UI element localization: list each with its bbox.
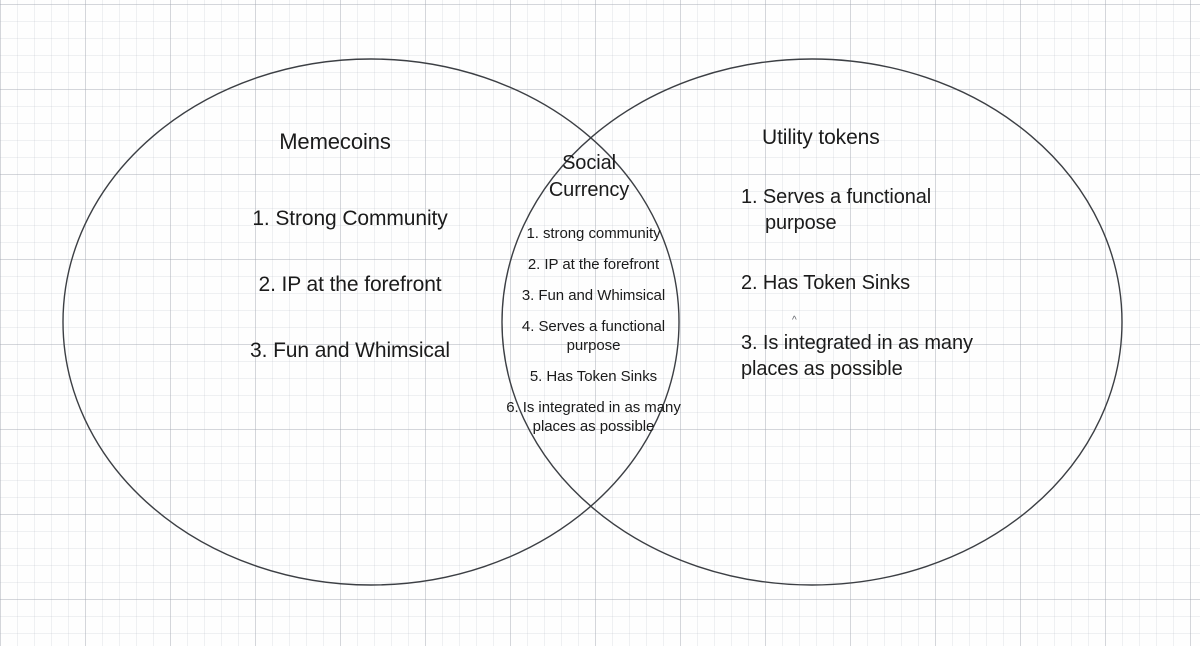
- intersection-list-item-2: 2. IP at the forefront: [527, 256, 660, 273]
- left-set-ellipse[interactable]: [62, 58, 680, 586]
- intersection-title-line-1: Social: [562, 152, 616, 174]
- intersection-list: 1. strong community 2. IP at the forefro…: [496, 224, 691, 448]
- right-list-item-3: 3. Is integrated in as many places as po…: [741, 332, 973, 380]
- left-list-item-1: 1. Strong Community: [252, 207, 448, 230]
- left-set-list: 1. Strong Community 2. IP at the forefro…: [200, 206, 500, 404]
- right-list-item-1: 1. Serves a functional purpose: [741, 186, 932, 234]
- right-list-item-2: 2. Has Token Sinks: [741, 272, 911, 294]
- left-set-title: Memecoins: [279, 129, 391, 154]
- intersection-list-item-1: 1. strong community: [526, 225, 661, 242]
- intersection-list-item-6: 6. Is integrated in as many places as po…: [506, 399, 681, 435]
- left-list-item-2: 2. IP at the forefront: [258, 273, 442, 296]
- right-set-title: Utility tokens: [762, 126, 880, 149]
- intersection-list-item-5: 5. Has Token Sinks: [529, 368, 658, 385]
- intersection-title: Social Currency: [518, 150, 660, 204]
- right-set-list: 1. Serves a functional purpose 2. Has To…: [741, 184, 981, 416]
- left-list-item-3: 3. Fun and Whimsical: [250, 339, 450, 362]
- intersection-list-item-3: 3. Fun and Whimsical: [521, 287, 666, 304]
- intersection-title-line-2: Currency: [548, 179, 630, 201]
- intersection-list-item-4: 4. Serves a functional purpose: [521, 318, 666, 354]
- right-set-ellipse[interactable]: [501, 58, 1123, 586]
- stray-caret-mark: ^: [792, 315, 797, 326]
